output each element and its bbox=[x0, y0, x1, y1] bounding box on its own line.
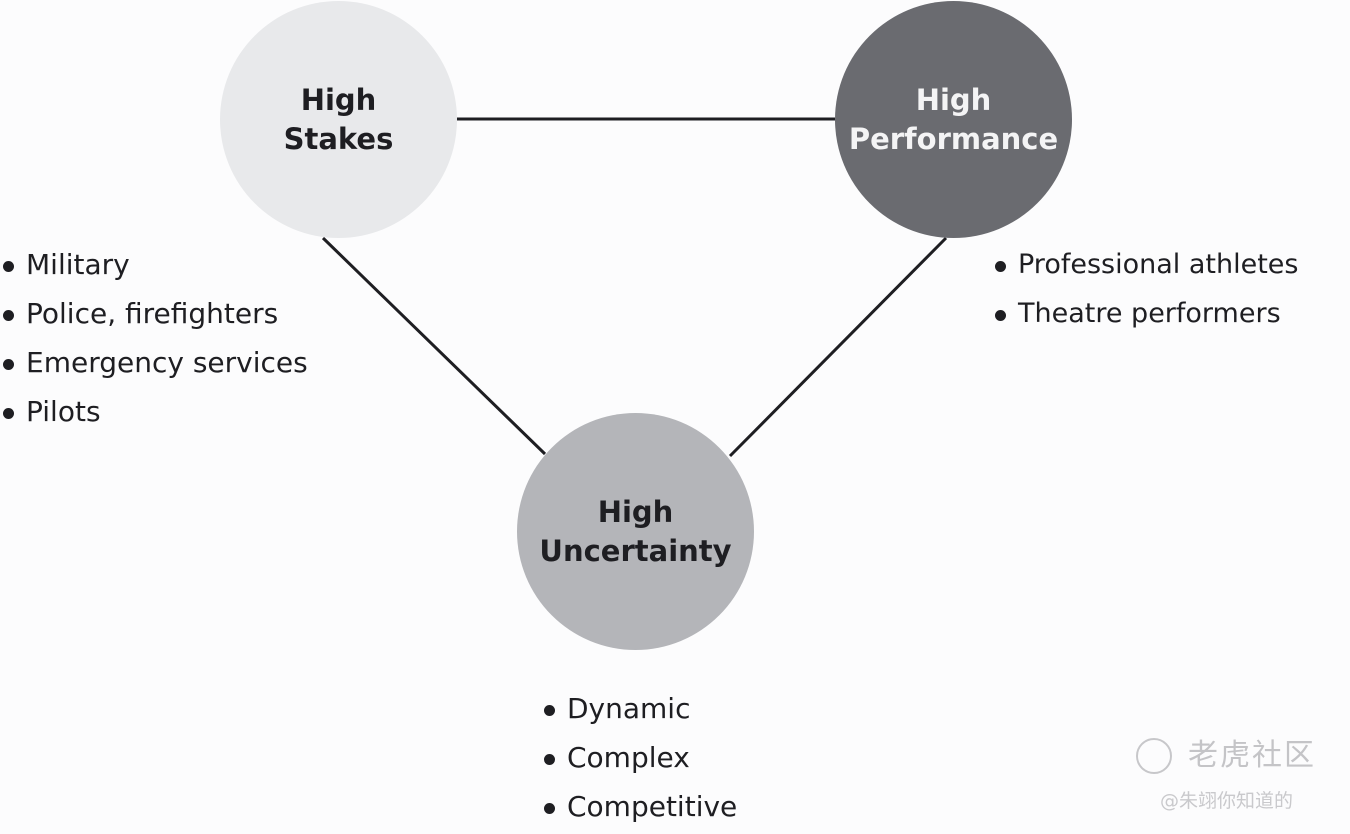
list-item: Theatre performers bbox=[992, 289, 1298, 338]
high-performance-node: High Performance bbox=[835, 1, 1072, 238]
high-uncertainty-node: High Uncertainty bbox=[517, 413, 754, 650]
list-item: Competitive bbox=[541, 782, 737, 831]
list-item: Pilots bbox=[0, 387, 308, 436]
node-label-line: Performance bbox=[848, 121, 1059, 156]
high-uncertainty-examples-list: Dynamic Complex Competitive bbox=[541, 684, 737, 831]
watermark-logo-text: 老虎社区 bbox=[1188, 738, 1316, 773]
high-stakes-node: High Stakes bbox=[220, 1, 457, 238]
connector-performance-uncertainty bbox=[728, 236, 948, 458]
high-stakes-examples-list: Military Police, firefighters Emergency … bbox=[0, 240, 308, 436]
watermark: 老虎社区 @朱翊你知道的 bbox=[1136, 738, 1336, 828]
node-label-line: High bbox=[915, 82, 992, 117]
list-item: Emergency services bbox=[0, 338, 308, 387]
node-label-line: High bbox=[597, 494, 674, 529]
list-item: Professional athletes bbox=[992, 240, 1298, 289]
watermark-handle: @朱翊你知道的 bbox=[1160, 790, 1294, 812]
high-performance-examples-list: Professional athletes Theatre performers bbox=[992, 240, 1298, 338]
list-item: Police, firefighters bbox=[0, 289, 308, 338]
node-label-line: High bbox=[300, 82, 377, 117]
list-item: Military bbox=[0, 240, 308, 289]
connector-stakes-uncertainty bbox=[321, 236, 547, 456]
tiger-logo-icon bbox=[1136, 738, 1172, 774]
node-label-line: Stakes bbox=[283, 121, 394, 156]
list-item: Dynamic bbox=[541, 684, 737, 733]
list-item: Complex bbox=[541, 733, 737, 782]
node-label-line: Uncertainty bbox=[539, 533, 732, 568]
